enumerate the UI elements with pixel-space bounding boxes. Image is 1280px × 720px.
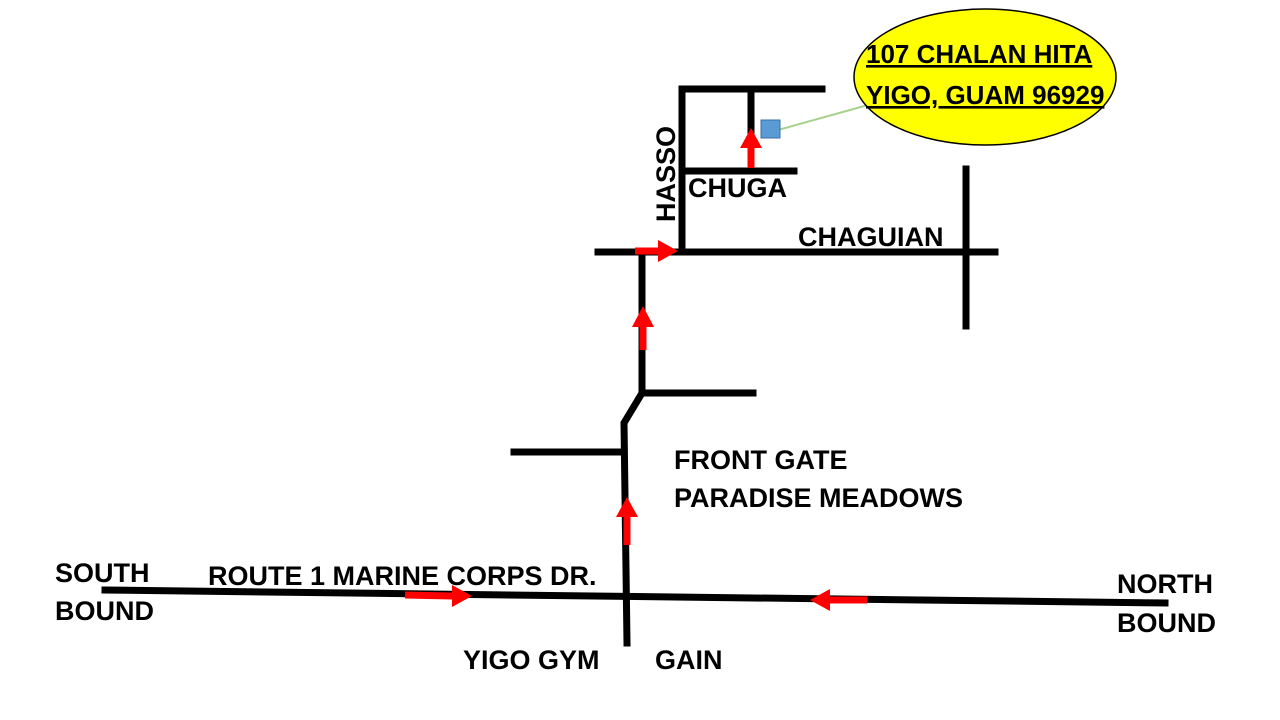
- house-marker-icon: [760, 119, 781, 139]
- label-chaguian: CHAGUIAN: [798, 222, 944, 252]
- label-south: SOUTH: [55, 558, 150, 588]
- label-gain: GAIN: [655, 645, 723, 675]
- red-arrow-icon: [632, 306, 654, 350]
- label-route-1: ROUTE 1 MARINE CORPS DR.: [208, 561, 597, 591]
- red-arrow-icon: [635, 240, 678, 262]
- red-arrow-icon: [740, 128, 762, 168]
- label-south-bound: BOUND: [55, 596, 154, 626]
- direction-arrows: [404, 128, 867, 611]
- label-hasso: HASSO: [651, 126, 681, 222]
- label-chuga: CHUGA: [688, 173, 787, 203]
- red-arrow-icon: [616, 497, 638, 545]
- route-1-road: [101, 586, 1169, 607]
- address-line-1: 107 CHALAN HITA: [866, 39, 1093, 69]
- red-arrow-icon: [404, 585, 472, 607]
- label-paradise-meadows: PARADISE MEADOWS: [674, 483, 963, 513]
- address-line-2: YIGO, GUAM 96929: [866, 80, 1104, 110]
- label-front-gate: FRONT GATE: [674, 445, 847, 475]
- address-bubble: [853, 8, 1117, 146]
- label-north-bound: BOUND: [1117, 608, 1216, 638]
- callout-leader-line: [777, 104, 869, 131]
- label-north: NORTH: [1117, 569, 1213, 599]
- main-access-road: [620, 248, 646, 647]
- label-yigo-gym: YIGO GYM: [463, 645, 600, 675]
- roads: [101, 85, 1169, 647]
- red-arrow-icon: [810, 589, 867, 611]
